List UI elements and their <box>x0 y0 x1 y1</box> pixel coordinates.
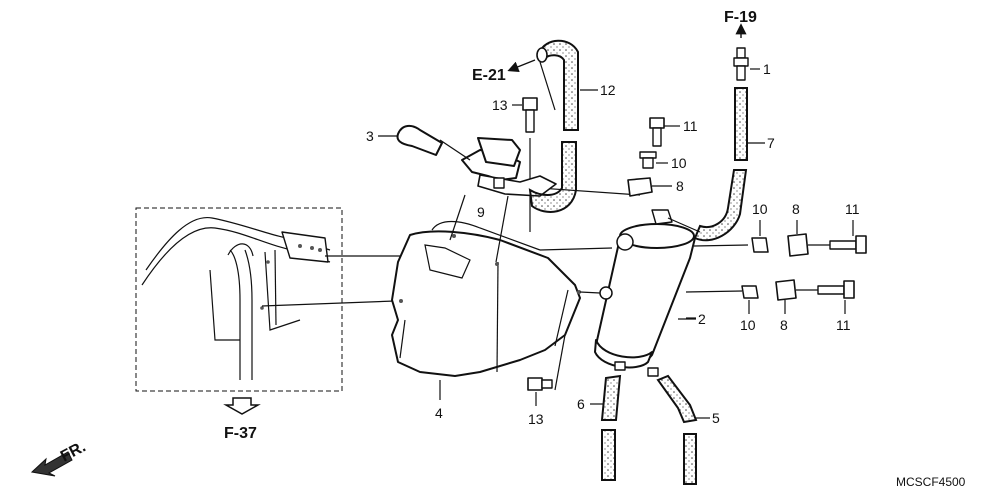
callout-1: 1 <box>763 61 771 77</box>
part-1-fitting <box>733 23 749 81</box>
callout-10-c: 10 <box>740 317 756 333</box>
reference-e21-label: E-21 <box>472 67 506 84</box>
callout-3: 3 <box>366 128 374 144</box>
callout-4: 4 <box>435 405 443 421</box>
callout-12: 12 <box>600 82 616 98</box>
callout-8-c: 8 <box>780 317 788 333</box>
callout-13-a: 13 <box>492 97 508 113</box>
callout-11-b: 11 <box>845 201 860 217</box>
reference-f37-label: F-37 <box>224 425 257 442</box>
hardware-row-2 <box>741 279 855 301</box>
callout-10-b: 10 <box>752 201 768 217</box>
callout-9: 9 <box>477 204 485 220</box>
part-13-bolt-bottom <box>527 377 553 391</box>
frame-detail-box <box>135 207 400 392</box>
callout-11-a: 11 <box>683 118 698 134</box>
reference-e21: E-21 <box>472 59 536 84</box>
part-11-bolt-a <box>649 117 665 147</box>
callout-7: 7 <box>767 135 775 151</box>
part-4-cover <box>391 220 581 400</box>
callout-5: 5 <box>712 410 720 426</box>
callouts: 1 2 3 4 5 6 7 8 8 8 9 10 10 10 11 11 11 <box>366 61 860 427</box>
reference-f37: F-37 <box>223 397 261 442</box>
callout-8-a: 8 <box>676 178 684 194</box>
callout-2: 2 <box>698 311 706 327</box>
part-5-hose <box>656 374 698 485</box>
part-10-collar-a <box>639 151 657 169</box>
reference-f19-label: F-19 <box>724 9 757 26</box>
part-3-hose <box>396 124 443 156</box>
part-6-hose <box>600 374 622 481</box>
diagram-part-code: MCSCF4500 <box>896 475 966 489</box>
callout-11-c: 11 <box>836 317 851 333</box>
callout-10-a: 10 <box>671 155 687 171</box>
callout-8-b: 8 <box>792 201 800 217</box>
part-9-solenoid <box>439 137 557 263</box>
part-8-grommet-a <box>627 177 653 197</box>
part-2-canister <box>594 209 696 377</box>
hardware-row-1 <box>751 233 867 257</box>
part-13-bolt-top <box>522 97 538 133</box>
callout-13-b: 13 <box>528 411 544 427</box>
part-12-hose <box>528 39 579 213</box>
part-7-hose <box>667 87 748 242</box>
front-direction-arrow: FR. <box>30 438 89 477</box>
callout-6: 6 <box>577 396 585 412</box>
